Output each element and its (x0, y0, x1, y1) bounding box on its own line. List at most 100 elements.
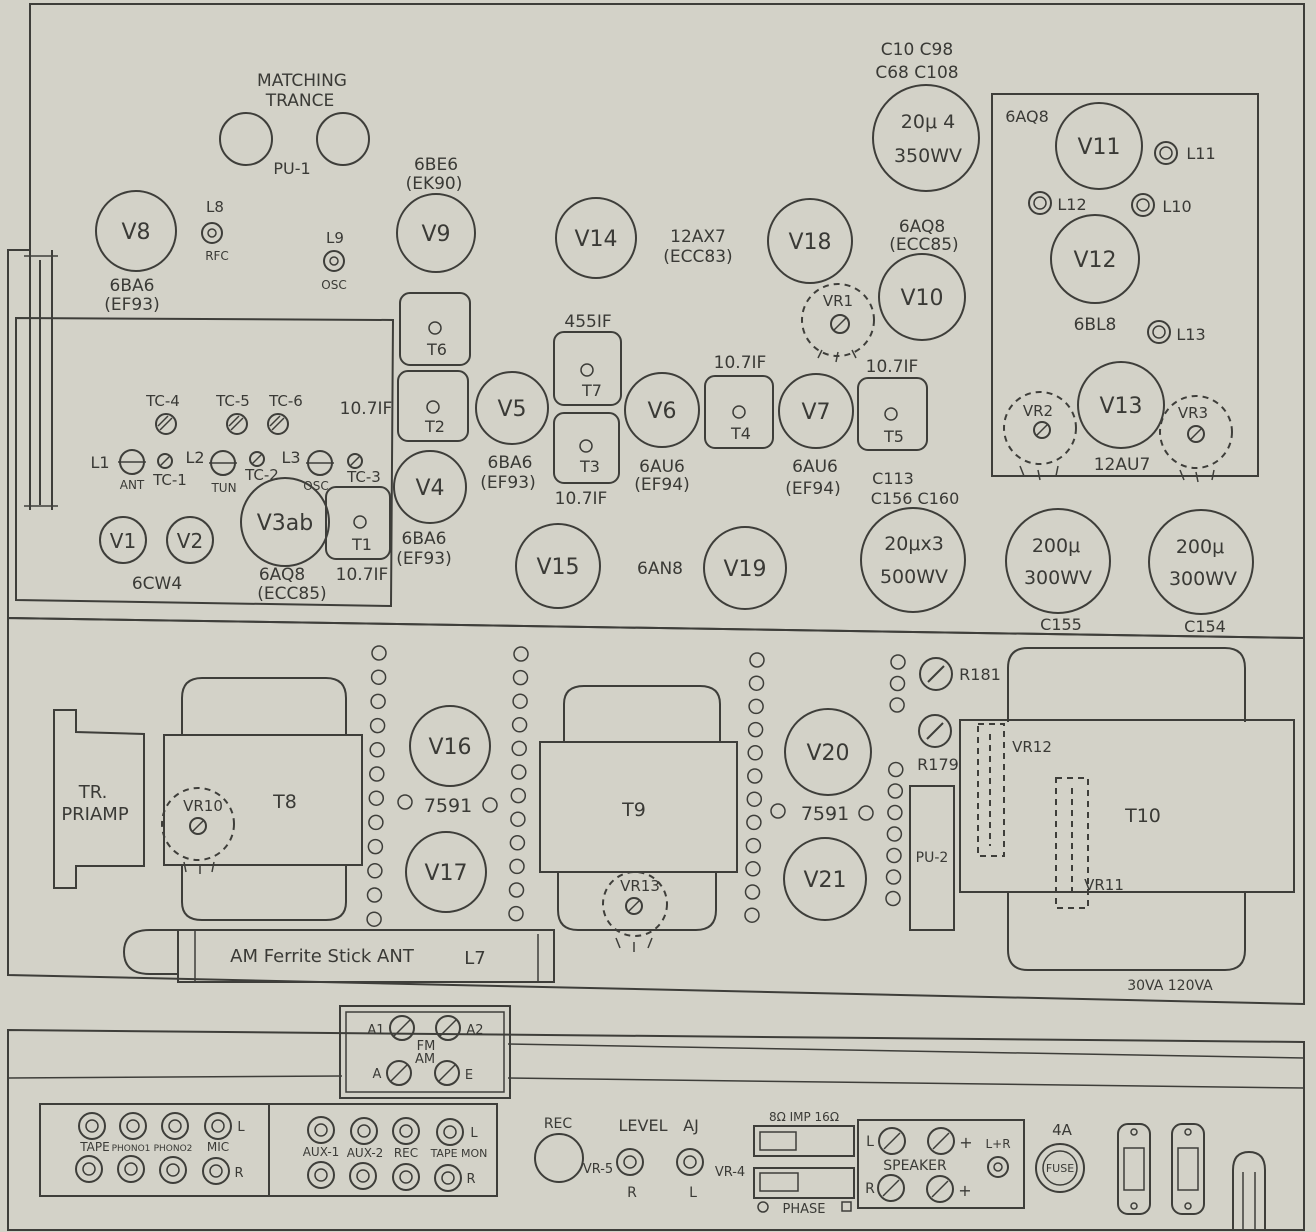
trimmer-tc5: TC-5 (215, 392, 250, 435)
peg (370, 669, 387, 685)
tube-v5: V5 6BA6 (EF93) (475, 371, 549, 493)
tc3-label: TC-3 (346, 468, 381, 486)
capacitor-c10-c98: C10 C98 C68 C108 20μ 4 350WV (872, 40, 980, 192)
if-transformer-t4: T4 (704, 375, 774, 449)
phase-label: PHASE (783, 1202, 826, 1217)
tr-priamp-label-2: PRIAMP (61, 804, 129, 825)
v10-label: V10 (900, 286, 943, 311)
pu1-label: PU-1 (273, 159, 310, 178)
t1-label: T1 (351, 535, 372, 554)
v13-label: V13 (1099, 394, 1142, 419)
spk-plus-2: + (958, 1181, 971, 1200)
l3-label: L3 (281, 448, 300, 467)
capacitor-c155: 200μ 300WV C155 (1005, 508, 1111, 634)
level-l-label: L (689, 1185, 697, 1201)
peg (509, 835, 526, 851)
peg (887, 804, 903, 821)
peg (367, 863, 383, 879)
jack-phono1-label: PHONO1 (112, 1144, 151, 1154)
peg (746, 814, 762, 831)
input-jack-panel-1: L TAPE PHONO1 PHONO2 MIC R (39, 1103, 270, 1197)
peg (885, 869, 902, 885)
peg (512, 669, 529, 686)
c154-spec-1: 200μ (1176, 536, 1224, 558)
pu2-block: PU-2 (909, 785, 955, 931)
v9-type-2: (EK90) (406, 174, 463, 194)
tube-v4: V4 6BA6 (EF93) (393, 450, 467, 569)
if-transformer-t6: T6 (399, 292, 471, 366)
if-transformer-t5: T5 (857, 377, 928, 451)
v16-label: V16 (428, 735, 471, 760)
v1-v2-type: 6CW4 (132, 574, 182, 594)
ant-a1-label: A1 (367, 1023, 384, 1038)
tc1-label: TC-1 (152, 471, 187, 489)
if-107-below-t3: 10.7IF (555, 489, 608, 509)
if-transformer-t2: T2 (397, 370, 469, 442)
chassis-outlines (7, 3, 1305, 1231)
peg (747, 768, 763, 784)
peg-column-2 (508, 646, 529, 922)
ant-am-label: AM (415, 1052, 435, 1067)
v18-label: V18 (788, 230, 831, 255)
aj-label: AJ (683, 1116, 699, 1135)
vr11-label: VR11 (1084, 876, 1124, 894)
if-107-below-t1: 10.7IF (336, 565, 389, 585)
peg (889, 697, 905, 713)
tc5-label: TC-5 (215, 392, 250, 410)
tube-v6: V6 6AU6 (EF94) (624, 372, 700, 495)
peg (397, 794, 413, 810)
coil-l2: L2 TUN (185, 448, 237, 495)
c-top-spec-2: 350WV (894, 145, 962, 167)
r179-label: R179 (917, 755, 959, 774)
v16-v17-type: 7591 (424, 795, 472, 817)
peg (887, 783, 904, 799)
r181-label: R181 (959, 665, 1001, 684)
ant-a2-label: A2 (466, 1023, 483, 1038)
v5-type-2: (EF93) (480, 473, 535, 493)
v4-label: V4 (415, 476, 444, 501)
ant-e-label: E (465, 1068, 473, 1083)
peg (510, 787, 527, 804)
matching-transformer-pu1: MATCHING TRANCE PU-1 (219, 71, 370, 178)
peg (371, 645, 387, 661)
input-jack-panel-2: L AUX-1 AUX-2 REC TAPE MON R (268, 1103, 498, 1197)
peg (747, 745, 763, 761)
coil-l1: L1 ANT (90, 449, 146, 492)
t4-label: T4 (730, 424, 751, 443)
t6-label: T6 (426, 340, 447, 359)
tube-v9: 6BE6 (EK90) V9 (396, 155, 476, 273)
t2-label: T2 (424, 417, 445, 436)
spk-l-label: L (866, 1134, 874, 1150)
l12-label: L12 (1057, 195, 1086, 214)
level-controls: REC LEVEL AJ VR-5 VR-4 R L (534, 1116, 745, 1201)
peg (508, 905, 524, 922)
v6-type-1: 6AU6 (639, 457, 685, 477)
c155-spec-1: 200μ (1032, 535, 1080, 557)
peg (369, 766, 385, 782)
if-transformer-t3: T3 (553, 412, 620, 484)
transformer-t9: T9 VR13 (539, 685, 738, 952)
peg (510, 811, 526, 827)
t5-label: T5 (883, 427, 904, 446)
peg (888, 761, 904, 778)
c154-label: C154 (1184, 617, 1226, 636)
tube-v16: V16 (409, 705, 491, 787)
peg (747, 721, 764, 738)
v21-label: V21 (803, 868, 846, 893)
tube-v3ab: V3ab 6AQ8 (ECC85) (240, 477, 330, 604)
capacitor-c154: 200μ 300WV C154 (1148, 509, 1254, 636)
jack-aux1-label: AUX-1 (303, 1145, 340, 1159)
tube-v17: V17 (405, 831, 487, 913)
l8-label: L8 (206, 198, 224, 216)
antenna-terminal-block: A1 A2 FM AM A E (339, 1005, 511, 1099)
tc6-label: TC-6 (268, 392, 303, 410)
rec-label: REC (544, 1116, 573, 1132)
coil-l9: L9 OSC (321, 229, 346, 292)
t9-label: T9 (621, 799, 646, 821)
v17-label: V17 (424, 861, 467, 886)
c155-spec-2: 300WV (1024, 567, 1092, 589)
tube-v2: V2 (166, 516, 214, 564)
l10-label: L10 (1162, 197, 1191, 216)
l11-label: L11 (1186, 144, 1215, 163)
